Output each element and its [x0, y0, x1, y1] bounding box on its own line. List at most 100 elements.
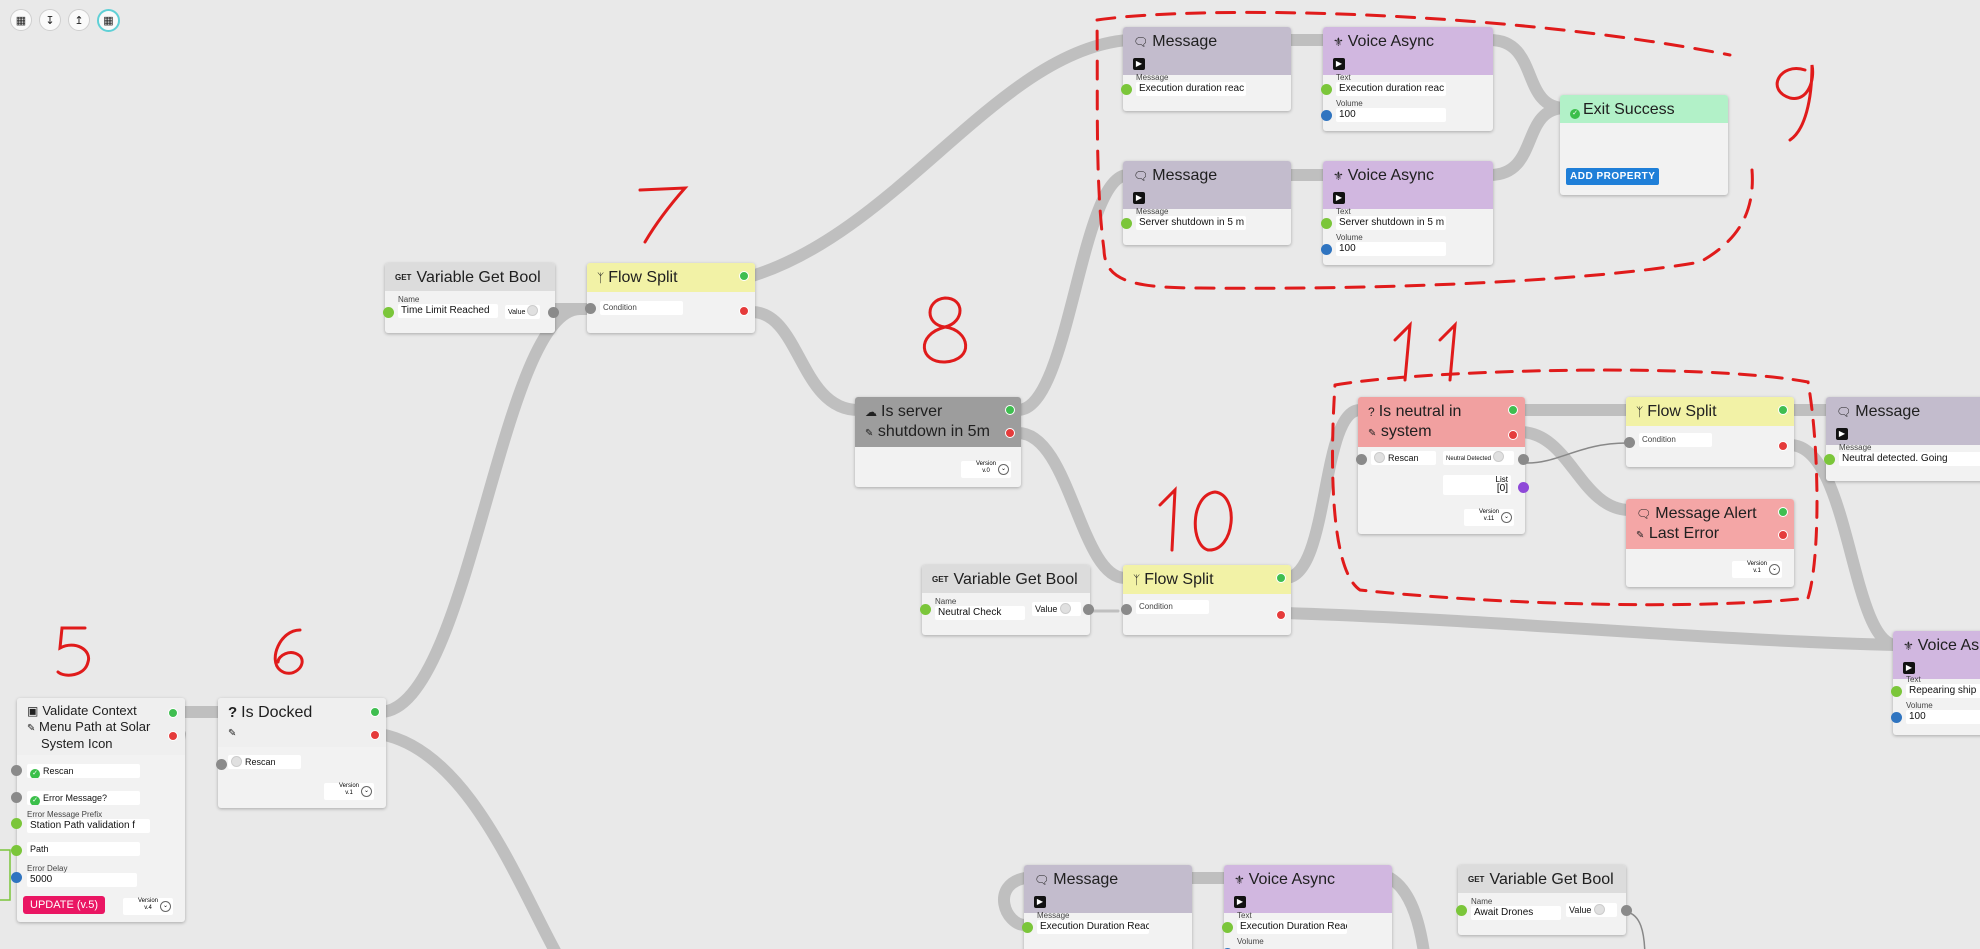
false-output-pin[interactable] [1778, 441, 1788, 451]
node-header[interactable]: 🗨Message▶ [1024, 865, 1192, 913]
map-icon[interactable]: ▦ [10, 9, 32, 31]
output-pin[interactable] [1621, 905, 1632, 916]
node-header[interactable]: ⚜Voice Async▶ [1224, 865, 1392, 913]
play-icon[interactable]: ▶ [1903, 662, 1915, 674]
edit-icon[interactable]: ✎ [1636, 530, 1645, 541]
play-icon[interactable]: ▶ [1133, 58, 1145, 70]
play-icon[interactable]: ▶ [1333, 58, 1345, 70]
edit-icon[interactable]: ✎ [1368, 428, 1377, 439]
input-pin[interactable] [11, 792, 22, 803]
download-icon[interactable]: ↧ [39, 9, 61, 31]
upload-icon[interactable]: ↥ [68, 9, 90, 31]
volume-input[interactable]: 100 [1906, 710, 1980, 724]
add-property-button[interactable]: ADD PROPERTY [1566, 168, 1660, 185]
condition-field[interactable]: Condition [1136, 600, 1209, 614]
false-output-pin[interactable] [1778, 530, 1788, 540]
edit-icon[interactable]: ✎ [865, 428, 874, 439]
false-output-pin[interactable] [370, 730, 380, 740]
true-output-pin[interactable] [1005, 405, 1015, 415]
condition-field[interactable]: Condition [1639, 433, 1712, 447]
input-pin[interactable] [1222, 922, 1233, 933]
name-input[interactable]: Neutral Check [935, 606, 1025, 620]
node-header[interactable]: ⚜Voice Async▶ [1323, 161, 1493, 209]
grid-icon[interactable]: ▦ [97, 9, 120, 32]
node-header[interactable]: ☁Is server✎ shutdown in 5m [855, 397, 1021, 447]
input-pin[interactable] [11, 818, 22, 829]
input-pin[interactable] [1321, 110, 1332, 121]
input-pin[interactable] [1121, 604, 1132, 615]
output-pin[interactable] [1518, 454, 1529, 465]
node-header[interactable]: ⚜Voice Async▶ [1323, 27, 1493, 75]
false-output-pin[interactable] [1508, 430, 1518, 440]
input-pin[interactable] [11, 845, 22, 856]
name-input[interactable]: Time Limit Reached [398, 304, 498, 318]
value-toggle[interactable] [527, 305, 539, 316]
node-header[interactable]: 🗨Message▶ [1826, 397, 1980, 445]
text-input[interactable]: Execution Duration Reac [1237, 920, 1347, 934]
node-header[interactable]: ✓Exit Success [1560, 95, 1728, 123]
input-pin[interactable] [1321, 84, 1332, 95]
input-pin[interactable] [920, 604, 931, 615]
edit-icon[interactable]: ✎ [228, 728, 237, 739]
input-pin[interactable] [1321, 218, 1332, 229]
text-input[interactable]: Execution duration reac [1336, 82, 1446, 96]
true-output-pin[interactable] [1778, 405, 1788, 415]
input-pin[interactable] [1022, 922, 1033, 933]
true-output-pin[interactable] [168, 708, 178, 718]
input-pin[interactable] [1321, 244, 1332, 255]
volume-input[interactable]: 100 [1336, 242, 1446, 256]
input-pin[interactable] [1891, 686, 1902, 697]
rescan-field[interactable]: Rescan [1371, 451, 1436, 465]
path-field[interactable]: Path [27, 842, 140, 856]
node-exit-success[interactable]: ✓Exit Success ADD PROPERTY [1560, 95, 1728, 195]
node-header[interactable]: 🗨Message▶ [1123, 27, 1291, 75]
rescan-field[interactable]: Rescan [228, 755, 301, 769]
output-pin[interactable] [548, 307, 559, 318]
message-input[interactable]: Neutral detected. Going [1839, 452, 1980, 466]
false-output-pin[interactable] [1276, 610, 1286, 620]
input-pin[interactable] [383, 307, 394, 318]
input-pin[interactable] [11, 765, 22, 776]
node-header[interactable]: ?Is Docked✎ [218, 698, 386, 747]
input-pin[interactable] [1356, 454, 1367, 465]
input-pin[interactable] [585, 303, 596, 314]
input-pin[interactable] [216, 759, 227, 770]
update-button[interactable]: UPDATE (v.5) [23, 896, 106, 914]
play-icon[interactable]: ▶ [1133, 192, 1145, 204]
volume-input[interactable]: 100 [1336, 108, 1446, 122]
node-header[interactable]: 🗨Message Alert✎ Last Error [1626, 499, 1794, 549]
true-output-pin[interactable] [739, 271, 749, 281]
input-pin[interactable] [11, 872, 22, 883]
rescan-checkbox[interactable] [1374, 452, 1385, 463]
input-pin[interactable] [1456, 905, 1467, 916]
true-output-pin[interactable] [370, 707, 380, 717]
play-icon[interactable]: ▶ [1836, 428, 1848, 440]
true-output-pin[interactable] [1276, 573, 1286, 583]
